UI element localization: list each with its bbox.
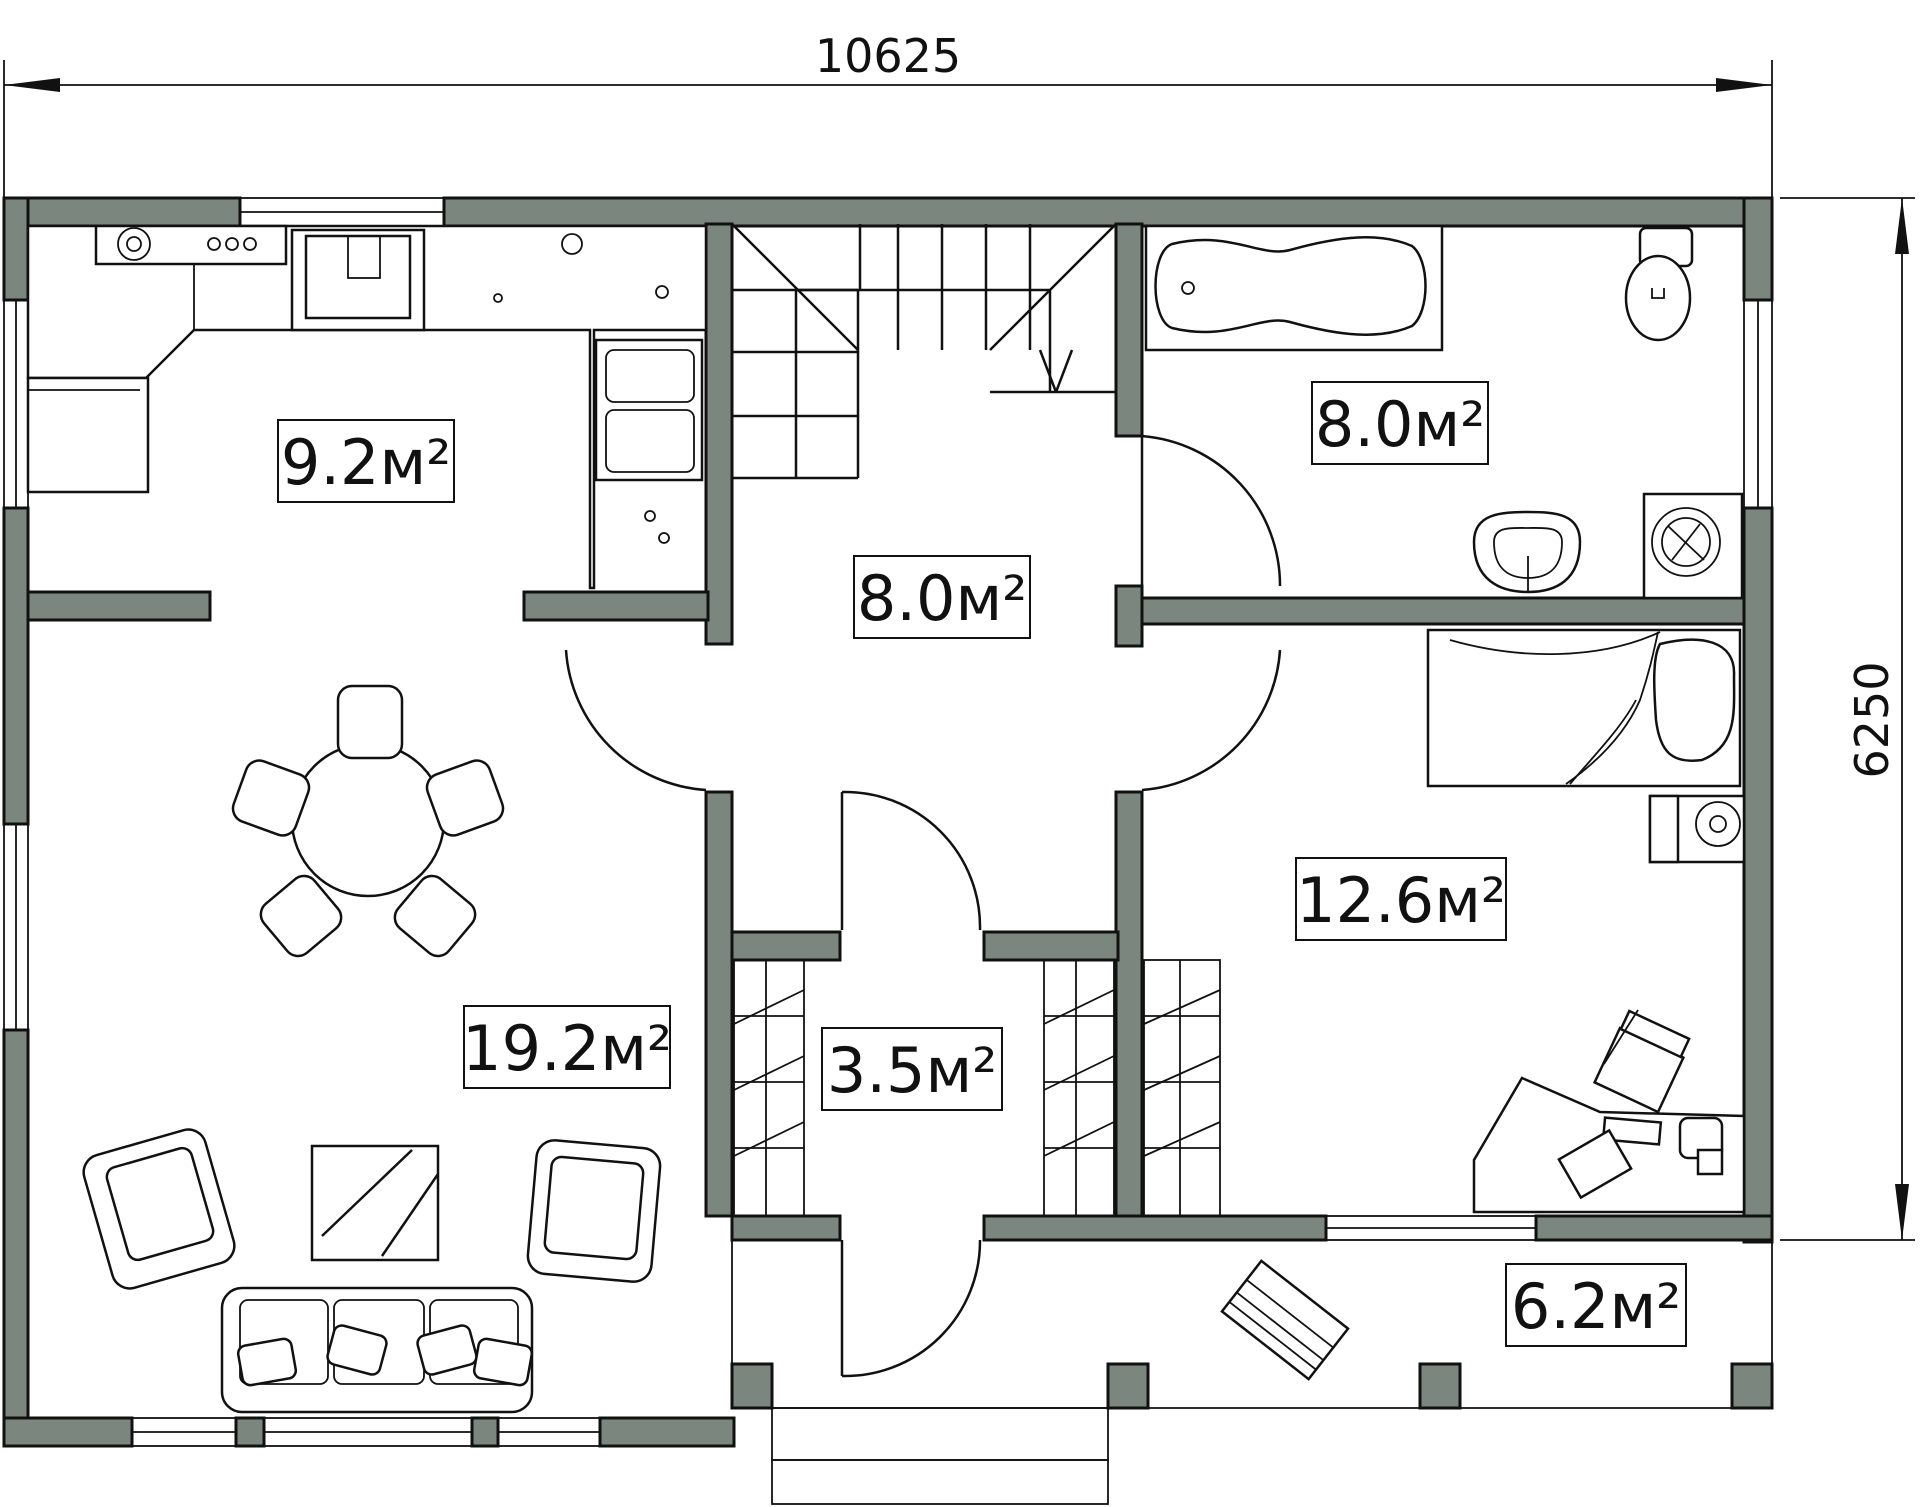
dimension-height-label: 6250 <box>1845 661 1899 778</box>
dimension-width-label: 10625 <box>815 29 961 83</box>
bathroom-furniture <box>1144 224 1744 600</box>
area-text-living: 19.2м² <box>462 1012 672 1085</box>
bedroom-furniture <box>1426 628 1746 1214</box>
area-text-hall: 8.0м² <box>857 562 1027 635</box>
walls <box>2 196 1774 1448</box>
area-label-hall: 8.0м² <box>853 555 1031 639</box>
area-label-bathroom: 8.0м² <box>1311 381 1489 465</box>
terrace-lounger <box>1220 1259 1350 1381</box>
door-swings <box>564 434 1282 1378</box>
dimension-height: 6250 <box>1780 197 1915 1241</box>
area-label-living: 19.2м² <box>462 1005 672 1089</box>
dimension-width: 10625 <box>3 29 1773 200</box>
area-text-bathroom: 8.0м² <box>1315 388 1485 461</box>
closet-shelves <box>733 959 1221 1217</box>
living-furniture <box>82 684 662 1414</box>
area-label-kitchen: 9.2м² <box>277 419 455 503</box>
area-label-bedroom: 12.6м² <box>1295 857 1507 941</box>
area-label-closet: 3.5м² <box>821 1027 1003 1111</box>
area-text-terrace: 6.2м² <box>1511 1270 1681 1343</box>
area-text-kitchen: 9.2м² <box>281 426 451 499</box>
area-text-closet: 3.5м² <box>827 1034 997 1107</box>
terrace-outline <box>731 1240 1773 1505</box>
kitchen-furniture <box>26 224 708 590</box>
staircase <box>731 223 1117 480</box>
area-label-terrace: 6.2м² <box>1505 1263 1687 1347</box>
area-text-bedroom: 12.6м² <box>1296 864 1506 937</box>
